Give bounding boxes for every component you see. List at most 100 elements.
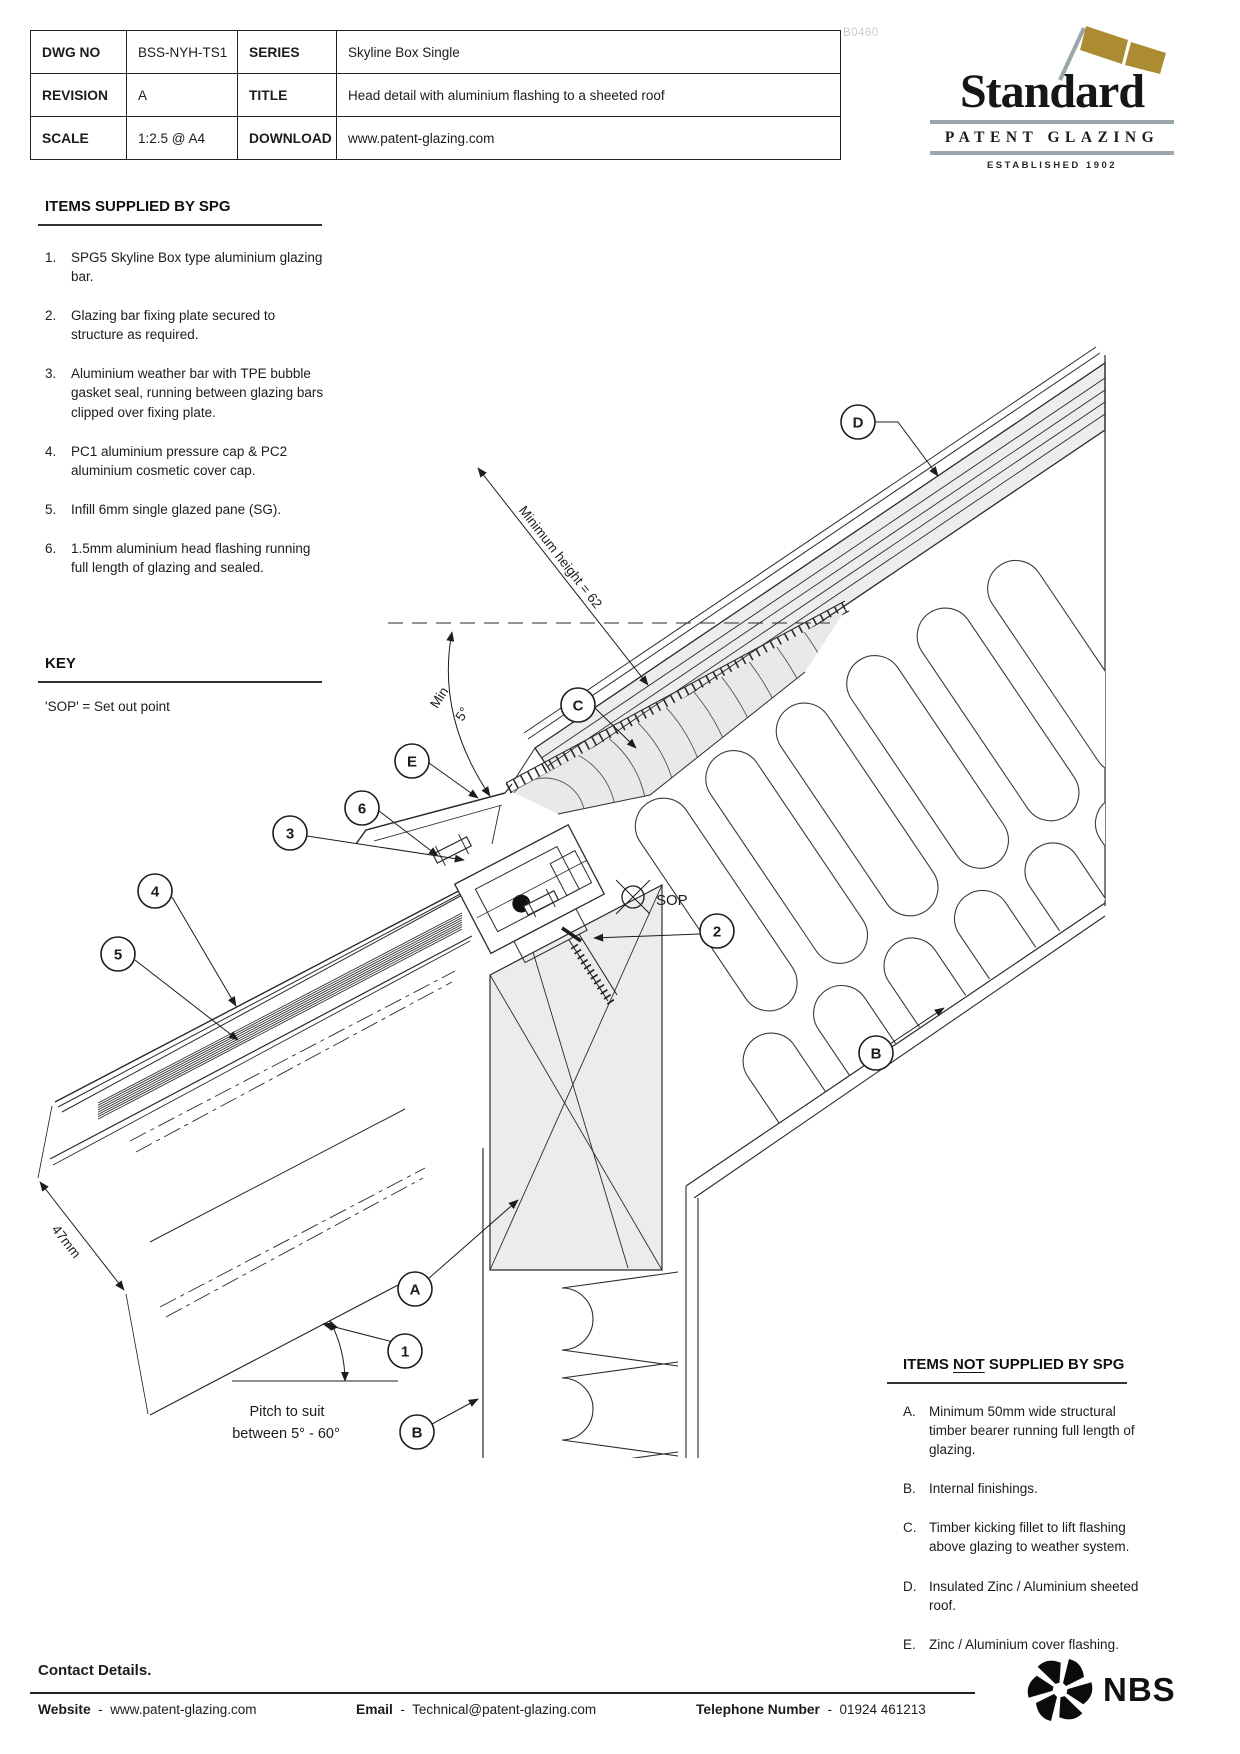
- callouts: D C E 6 3 4 5 2 B A: [100, 404, 894, 1450]
- nbs-text: NBS: [1103, 1671, 1176, 1708]
- list-item: 4. PC1 aluminium pressure cap & PC2 alum…: [45, 442, 327, 480]
- dash: -: [827, 1702, 832, 1717]
- svg-text:Pitch to suit: Pitch to suit: [250, 1404, 325, 1420]
- callout-5: 5: [100, 936, 136, 972]
- fixing-bolt-upper: [431, 834, 473, 866]
- timber-bearer: [489, 884, 663, 1271]
- item-text: Zinc / Aluminium cover flashing.: [929, 1636, 1119, 1652]
- item-number: 6.: [45, 541, 57, 557]
- items-supplied-heading: ITEMS SUPPLIED BY SPG: [45, 198, 231, 215]
- email-label: Email: [356, 1702, 393, 1717]
- dwg-no-label: DWG NO: [30, 30, 127, 74]
- title-label: TITLE: [237, 73, 337, 117]
- item-number: 5.: [45, 502, 57, 517]
- svg-text:6: 6: [358, 801, 366, 818]
- revision-label: REVISION: [30, 73, 127, 117]
- svg-text:B: B: [412, 1425, 423, 1442]
- min-angle-dimension: Min 5°: [427, 631, 491, 797]
- item-letter: D.: [903, 1578, 917, 1594]
- svg-text:2: 2: [713, 924, 721, 941]
- phone-label: Telephone Number: [696, 1702, 820, 1717]
- bar-width-dimension: 47mm: [37, 1105, 149, 1415]
- download-value[interactable]: www.patent-glazing.com: [336, 116, 841, 160]
- key-text: 'SOP' = Set out point: [45, 698, 170, 714]
- dwg-no-value: BSS-NYH-TS1: [126, 30, 238, 74]
- flag-icon: [1058, 26, 1166, 81]
- key-heading: KEY: [45, 655, 76, 672]
- svg-text:1: 1: [401, 1344, 409, 1361]
- svg-text:3: 3: [286, 826, 294, 843]
- email-value[interactable]: Technical@patent-glazing.com: [412, 1702, 597, 1717]
- item-letter: B.: [903, 1481, 916, 1497]
- items-not-supplied-section: ITEMS NOT SUPPLIED BY SPG A. Minimum 50m…: [887, 1356, 1155, 1674]
- item-letter: E.: [903, 1636, 916, 1652]
- logo-tagline: PATENT GLAZING: [944, 129, 1160, 146]
- item-number: 4.: [45, 443, 57, 459]
- list-item: 6. 1.5mm aluminium head flashing running…: [45, 539, 327, 577]
- leader-lines: [134, 421, 945, 1425]
- list-item: E. Zinc / Aluminium cover flashing.: [903, 1635, 1155, 1654]
- title-value: Head detail with aluminium flashing to a…: [336, 73, 841, 117]
- items-supplied-rule: [38, 224, 322, 226]
- logo-established: ESTABLISHED 1902: [986, 160, 1118, 171]
- items-supplied-list: 1. SPG5 Skyline Box type aluminium glazi…: [45, 248, 327, 578]
- sop-label: SOP: [656, 892, 688, 909]
- revision-value: A: [126, 73, 238, 117]
- list-item: C. Timber kicking fillet to lift flashin…: [903, 1518, 1155, 1556]
- title-block: DWG NO BSS-NYH-TS1 SERIES Skyline Box Si…: [30, 30, 841, 160]
- callout-2: 2: [699, 913, 735, 949]
- nbs-flower-icon: [1027, 1659, 1093, 1721]
- item-letter: C.: [903, 1520, 917, 1536]
- fixing-screw: [561, 926, 618, 1007]
- svg-text:4: 4: [151, 884, 160, 901]
- ceiling-finish: [685, 902, 1106, 1199]
- phone-group: Telephone Number - 01924 461213: [696, 1702, 926, 1717]
- svg-text:A: A: [410, 1282, 421, 1299]
- callout-b-right: B: [858, 1035, 894, 1071]
- item-text: Glazing bar fixing plate secured to stru…: [71, 307, 276, 343]
- website-label: Website: [38, 1702, 91, 1717]
- glazing-bar: [49, 884, 473, 1416]
- svg-text:Min: Min: [427, 684, 451, 710]
- svg-text:5: 5: [114, 947, 122, 964]
- item-text: PC1 aluminium pressure cap & PC2 alumini…: [71, 443, 288, 478]
- callout-c: C: [560, 687, 596, 723]
- item-text: Aluminium weather bar with TPE bubble ga…: [71, 366, 324, 420]
- item-number: 3.: [45, 366, 57, 382]
- items-not-supplied-rule: [887, 1382, 1127, 1384]
- items-not-supplied-heading: ITEMS NOT SUPPLIED BY SPG: [903, 1356, 1155, 1373]
- item-number: 1.: [45, 249, 57, 265]
- heading-suffix: SUPPLIED BY SPG: [984, 1356, 1125, 1373]
- items-not-supplied-list: A. Minimum 50mm wide structural timber b…: [903, 1402, 1155, 1654]
- sheet-code-watermark: B0460: [843, 27, 879, 39]
- phone-value: 01924 461213: [839, 1702, 926, 1717]
- dash: -: [98, 1702, 103, 1717]
- item-letter: A.: [903, 1403, 916, 1419]
- item-text: Insulated Zinc / Aluminium sheeted roof.: [929, 1578, 1139, 1613]
- head-flashing: [355, 783, 513, 845]
- item-text: SPG5 Skyline Box type aluminium glazing …: [71, 249, 323, 284]
- scale-value: 1:2.5 @ A4: [126, 116, 238, 160]
- item-number: 2.: [45, 307, 57, 323]
- list-item: 3. Aluminium weather bar with TPE bubble…: [45, 364, 327, 421]
- logo-rule-bottom: [930, 151, 1174, 155]
- dash: -: [400, 1702, 405, 1717]
- pitch-annotation: Pitch to suit between 5° - 60°: [232, 1320, 398, 1442]
- callout-a: A: [397, 1271, 433, 1307]
- email-group: Email - Technical@patent-glazing.com: [356, 1702, 596, 1717]
- svg-text:Minimum height = 62: Minimum height = 62: [516, 503, 605, 611]
- logo-rule-top: [930, 120, 1174, 124]
- callout-6: 6: [344, 790, 380, 826]
- contact-heading: Contact Details.: [38, 1662, 152, 1679]
- glass-pane: [97, 912, 463, 1120]
- svg-text:E: E: [407, 754, 417, 771]
- callout-e: E: [394, 743, 430, 779]
- logo-name: Standard: [959, 65, 1145, 118]
- contact-rule: [30, 1692, 975, 1694]
- fixing-bolt-lower: [522, 888, 560, 918]
- website-value[interactable]: www.patent-glazing.com: [110, 1702, 257, 1717]
- callout-4: 4: [137, 873, 173, 909]
- list-item: 1. SPG5 Skyline Box type aluminium glazi…: [45, 248, 327, 286]
- key-rule: [38, 681, 322, 683]
